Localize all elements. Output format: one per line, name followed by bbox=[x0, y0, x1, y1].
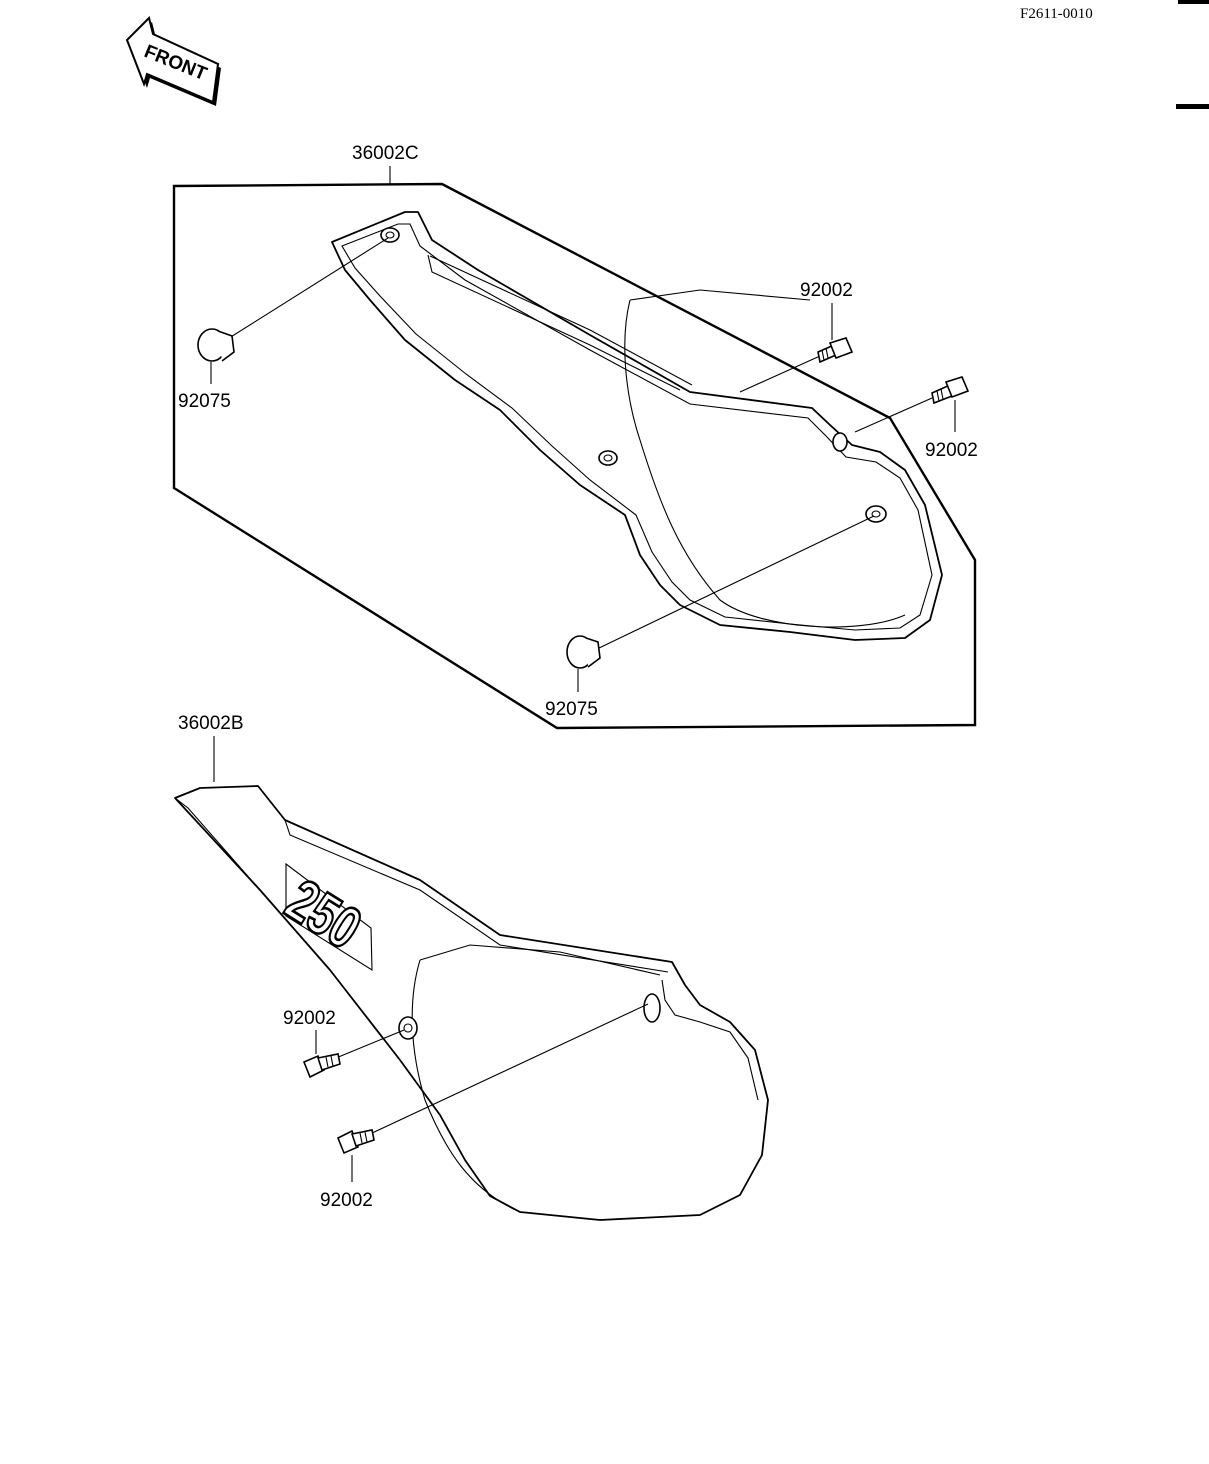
callout-36002c: 36002C bbox=[352, 143, 419, 164]
cap-92075-lower bbox=[566, 635, 601, 669]
bolt-92002-upper-right bbox=[931, 376, 970, 405]
grommet-upper-1 bbox=[380, 227, 400, 243]
callout-92002-upper-top: 92002 bbox=[800, 280, 853, 301]
front-arrow-icon: FRONT bbox=[125, 16, 221, 106]
edge-mark-top bbox=[1178, 0, 1209, 4]
cap-92075-upper bbox=[197, 328, 235, 362]
side-cover-lower: 250 bbox=[174, 785, 769, 1221]
grommet-upper-3 bbox=[865, 505, 887, 523]
callout-92075-upper: 92075 bbox=[178, 391, 231, 412]
callout-92075-lower: 92075 bbox=[545, 699, 598, 720]
callout-92002-lower-bottom: 92002 bbox=[320, 1190, 373, 1211]
assembly-box-upper bbox=[172, 182, 977, 730]
edge-mark-middle bbox=[1176, 104, 1209, 109]
bolt-92002-lower-bottom bbox=[336, 1129, 375, 1155]
grommet-upper-2 bbox=[598, 450, 618, 466]
callout-36002b: 36002B bbox=[178, 713, 244, 734]
callout-92002-upper-right: 92002 bbox=[925, 440, 978, 461]
grommet-lower-1 bbox=[398, 1016, 418, 1040]
side-cover-upper bbox=[331, 211, 943, 641]
callout-92002-lower-left: 92002 bbox=[283, 1008, 336, 1029]
bolt-92002-upper-top bbox=[817, 337, 854, 364]
bolt-92002-lower-left bbox=[302, 1053, 341, 1079]
reference-code: F2611-0010 bbox=[1020, 6, 1093, 22]
